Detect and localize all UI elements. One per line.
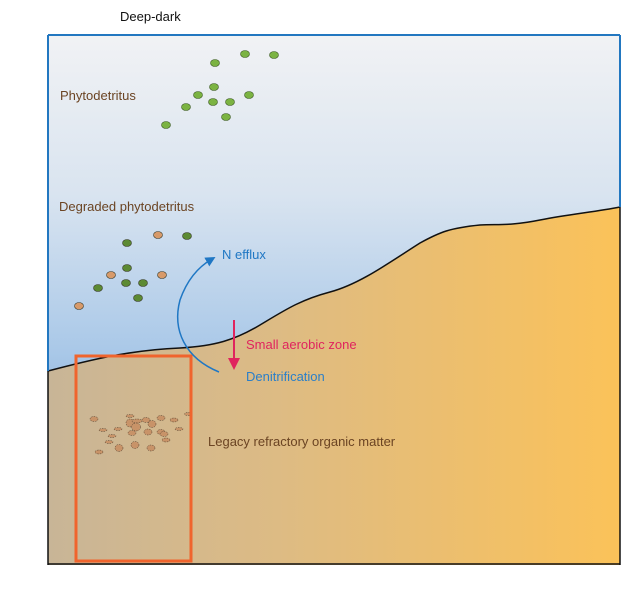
degraded-green-particle — [93, 284, 103, 292]
legacy-particle — [174, 427, 184, 431]
fresh-particle — [240, 50, 250, 58]
fresh-particle — [208, 98, 218, 106]
n-efflux-arrow — [176, 257, 220, 373]
degraded-green-particle — [182, 232, 192, 240]
denitrification-label: Denitrification — [246, 369, 325, 384]
legacy-organic-matter-label: Legacy refractory organic matter — [208, 434, 396, 449]
degraded-brown-particle — [157, 271, 167, 279]
fresh-particle — [269, 51, 279, 59]
fresh-particle — [225, 98, 235, 106]
legacy-particle — [130, 441, 140, 449]
legacy-particle — [147, 420, 157, 428]
degraded-green-particle — [122, 239, 132, 247]
legacy-particle — [98, 428, 108, 432]
degraded-green-particle — [121, 279, 131, 287]
legacy-particle — [127, 430, 137, 436]
degraded-brown-particle — [106, 271, 116, 279]
fresh-particle — [193, 91, 203, 99]
small-aerobic-zone-label: Small aerobic zone — [246, 337, 357, 352]
phytodetritus-particles — [161, 50, 279, 129]
legacy-particles — [89, 412, 192, 455]
phytodetritus-label: Phytodetritus — [60, 88, 136, 103]
fresh-particle — [210, 59, 220, 67]
fresh-particle — [161, 121, 171, 129]
legacy-particle — [131, 418, 143, 424]
legacy-particle — [141, 417, 151, 423]
fresh-particle — [244, 91, 254, 99]
legacy-particle — [125, 414, 135, 418]
fresh-particle — [221, 113, 231, 121]
legacy-particle — [159, 431, 169, 437]
sediment-water-interface — [47, 206, 621, 372]
legacy-particle — [161, 437, 171, 443]
degraded-particles — [74, 231, 192, 310]
legacy-particle — [89, 416, 99, 422]
legacy-particle — [114, 444, 124, 452]
fresh-particle — [209, 83, 219, 91]
legacy-particle — [143, 428, 153, 436]
degraded-green-particle — [122, 264, 132, 272]
legacy-particle — [156, 415, 166, 421]
legacy-particle — [169, 417, 179, 423]
legacy-particle — [104, 440, 114, 444]
legacy-particle — [131, 422, 141, 432]
degraded-green-particle — [133, 294, 143, 302]
fresh-particle — [181, 103, 191, 111]
legacy-particle — [107, 434, 117, 438]
degraded-phytodetritus-label: Degraded phytodetritus — [59, 199, 195, 214]
legacy-particle — [113, 427, 123, 431]
legacy-particle — [146, 444, 156, 452]
legacy-particle — [94, 449, 104, 455]
n-efflux-label: N efflux — [222, 247, 266, 262]
legacy-zone-highlight-box — [74, 354, 193, 563]
diagram-title: Deep-dark — [120, 9, 181, 24]
degraded-brown-particle — [153, 231, 163, 239]
degraded-green-particle — [138, 279, 148, 287]
degraded-brown-particle — [74, 302, 84, 310]
